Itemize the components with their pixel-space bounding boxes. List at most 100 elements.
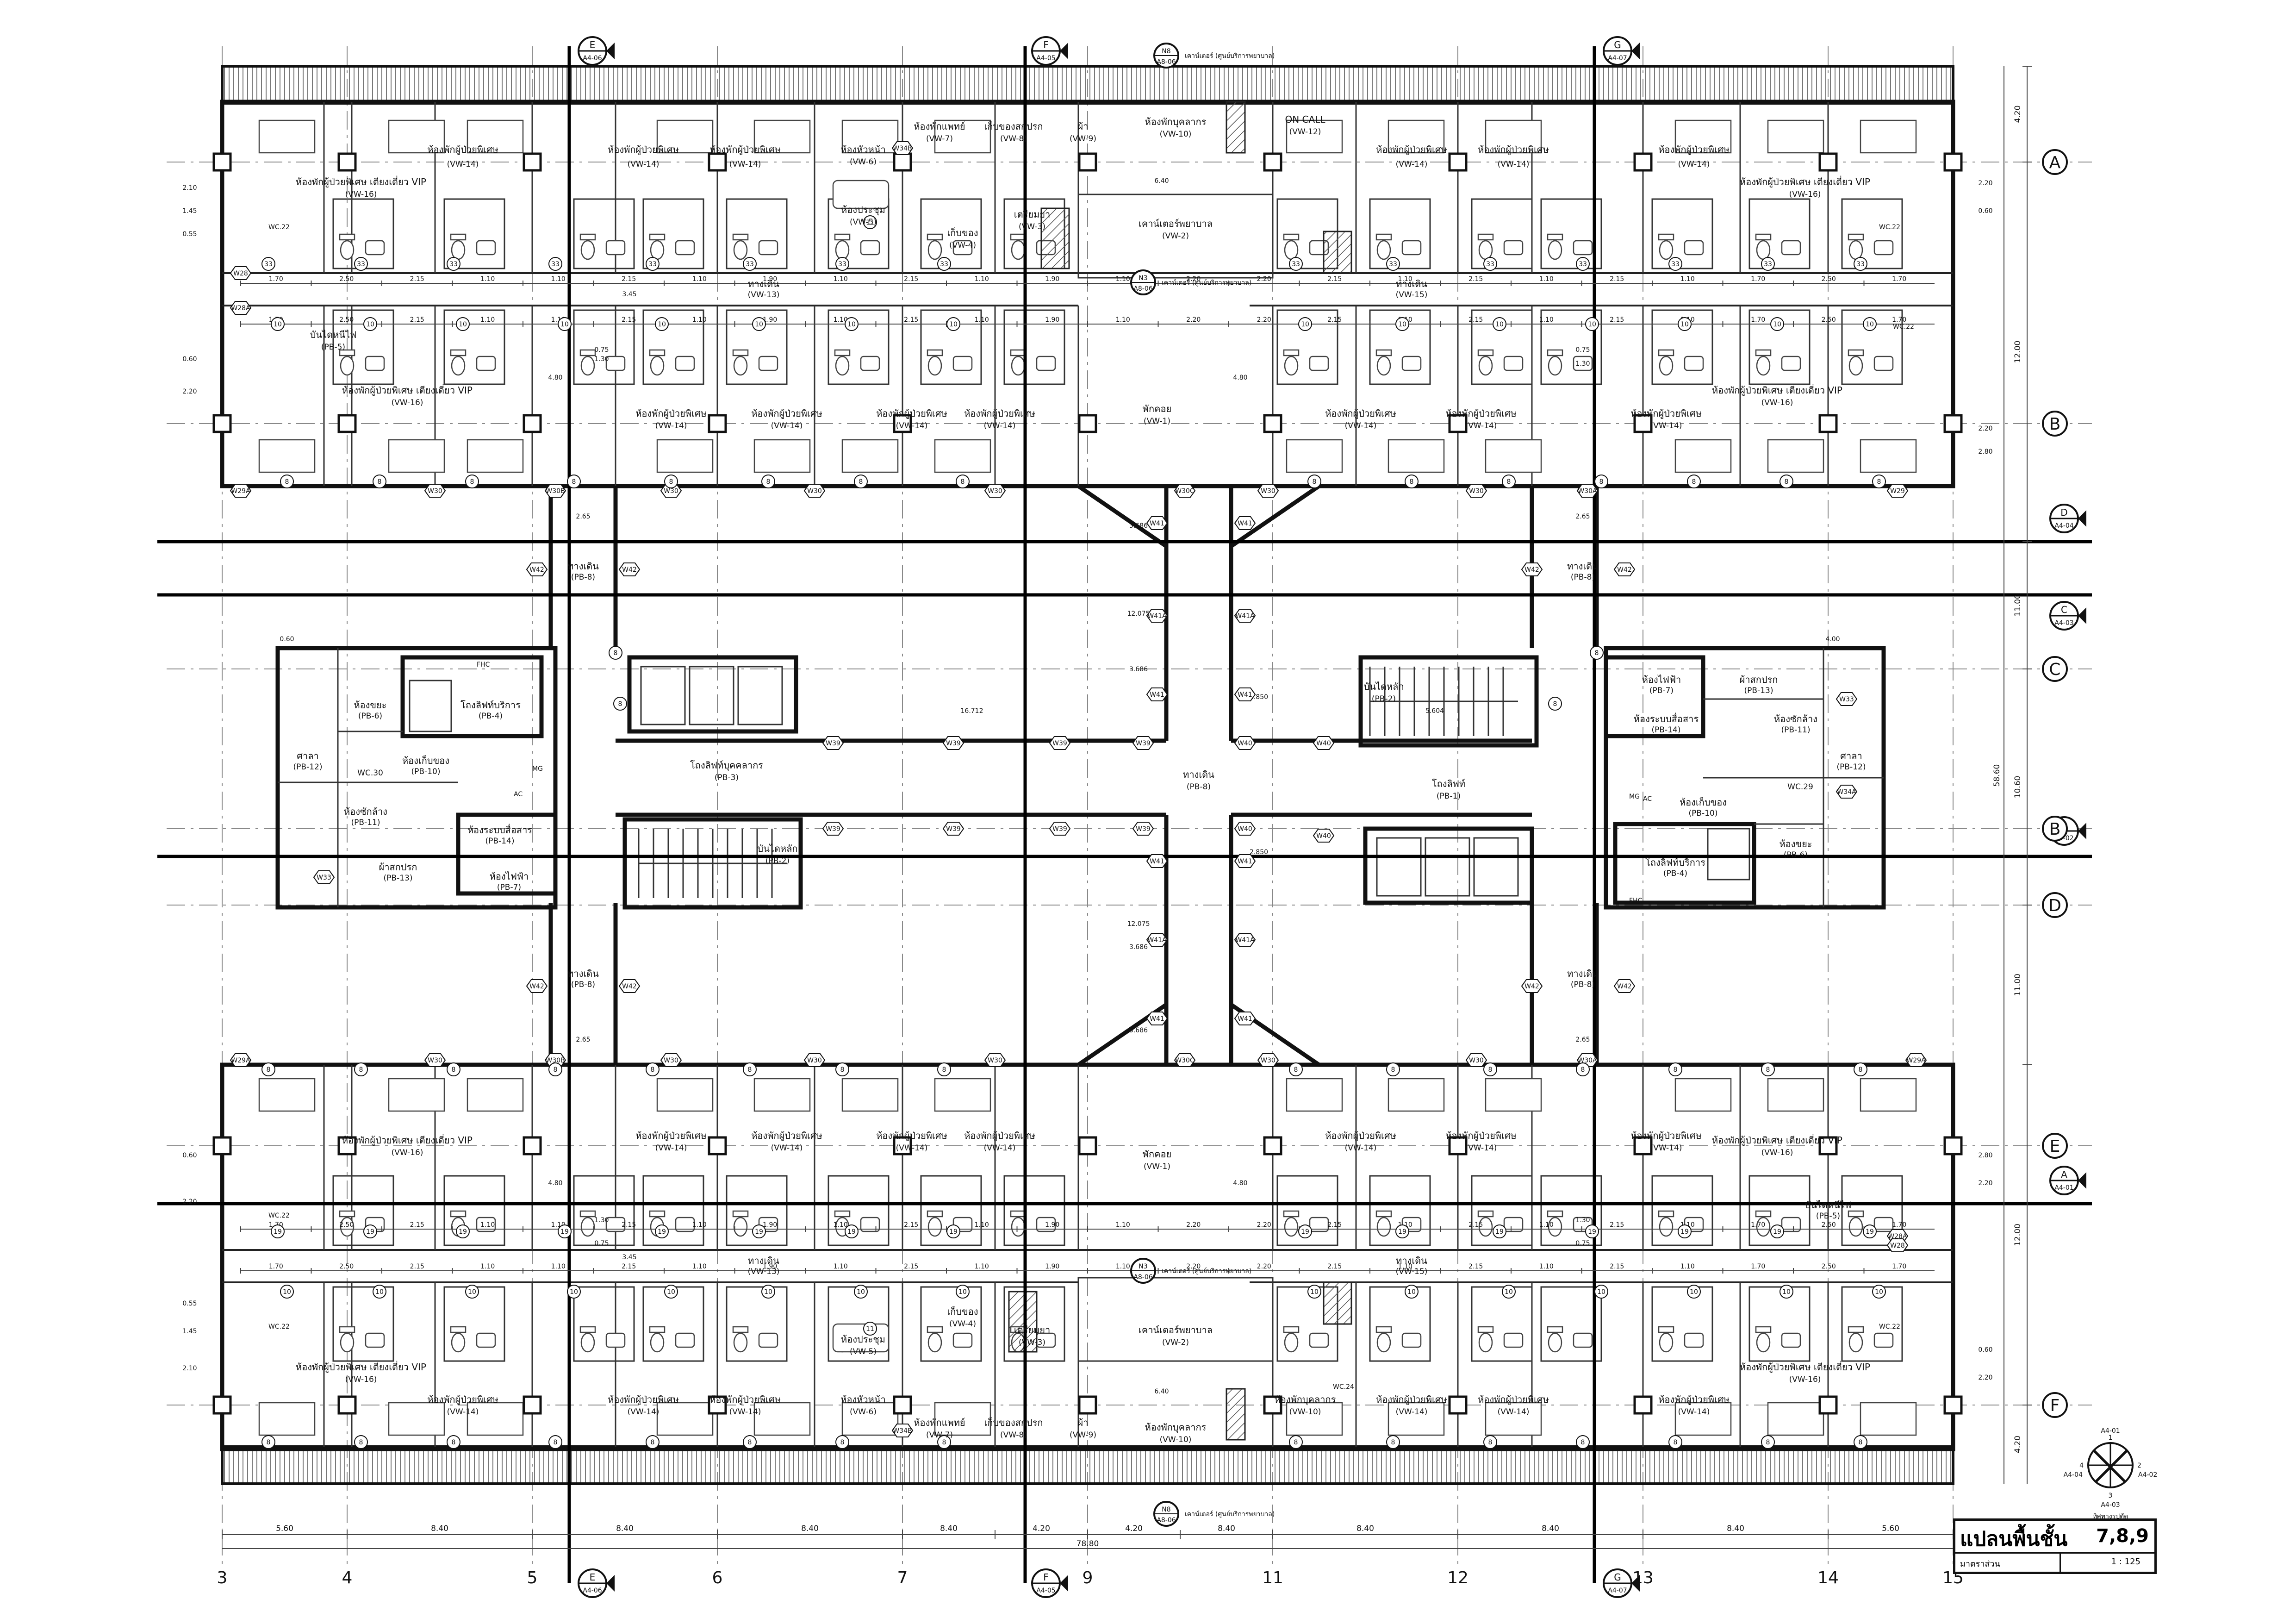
dim-label: 8.40 (1356, 1524, 1374, 1533)
svg-text:N8: N8 (1162, 48, 1170, 55)
tag-label: 10 (1773, 321, 1781, 328)
svg-text:(VW-14): (VW-14) (655, 1143, 687, 1153)
room-partitions (323, 102, 1903, 1447)
center-dim: 2.65 (576, 513, 590, 520)
svg-text:บันไดหลัก: บันไดหลัก (758, 843, 798, 854)
sub-dim: 1.10 (834, 275, 848, 283)
sub-dim: 2.50 (339, 316, 354, 324)
tag-label: W41 (1238, 520, 1252, 527)
tag-label: 8 (1294, 1066, 1298, 1074)
tag-label: 8 (1553, 700, 1557, 708)
sub-dim: 2.15 (622, 275, 636, 283)
tag-label: W30A (1578, 487, 1597, 495)
sub-dim: 2.20 (1257, 1221, 1271, 1229)
svg-text:(VW-10): (VW-10) (1160, 1435, 1192, 1444)
tag-label: 8 (618, 700, 622, 708)
vdim-label: 4.20 (2013, 106, 2022, 123)
svg-text:ห้องพักผู้ป่วยพิเศษ: ห้องพักผู้ป่วยพิเศษ (1478, 144, 1549, 156)
nurse-station-top (1040, 101, 1352, 279)
tag-label: 8 (614, 650, 618, 657)
tag-label: 10 (1680, 321, 1689, 328)
lift-core-left (622, 655, 803, 910)
tag-label: W40 (1238, 740, 1252, 747)
drawing-title: แปลนพื้นชั้น (1960, 1527, 2068, 1551)
sub-dim: 1.10 (1539, 1263, 1554, 1270)
svg-text:ห้องเก็บของ: ห้องเก็บของ (402, 755, 449, 766)
svg-text:ห้องพักผู้ป่วยพิเศษ เตียงเดี่ย: ห้องพักผู้ป่วยพิเศษ เตียงเดี่ยว VIP (1712, 384, 1842, 396)
svg-text:(VW-6): (VW-6) (850, 1407, 877, 1417)
sub-dim: 1.70 (1892, 1263, 1906, 1270)
tag-label: 10 (857, 1288, 865, 1296)
sub-dim: 2.50 (1822, 275, 1836, 283)
sub-dim: 1.10 (480, 316, 495, 324)
service-block-left (275, 646, 558, 910)
tag-label: 10 (570, 1288, 578, 1296)
svg-text:(VW-14): (VW-14) (1650, 1143, 1682, 1153)
tag-label: W29 (1890, 487, 1905, 495)
svg-text:ห้องพักผู้ป่วยพิเศษ เตียงเดี่ย: ห้องพักผู้ป่วยพิเศษ เตียงเดี่ยว VIP (1740, 175, 1870, 188)
tag-label: 8 (267, 1066, 271, 1074)
sub-dim: 2.20 (1186, 1221, 1201, 1229)
sub-dim: 2.20 (1257, 1263, 1271, 1270)
svg-text:MG: MG (532, 765, 543, 773)
svg-text:(PB-11): (PB-11) (351, 818, 380, 827)
tag-label: W41 (1238, 858, 1252, 865)
center-dim: 0.60 (280, 636, 294, 643)
section-ref: A4-07 (1608, 55, 1627, 62)
sub-dim: 1.70 (1892, 275, 1906, 283)
tag-label: 33 (449, 261, 458, 268)
side-dim: 2.80 (1978, 448, 1992, 456)
tag-label: W34B (893, 1427, 912, 1435)
svg-text:ห้องไฟฟ้า: ห้องไฟฟ้า (490, 871, 529, 882)
svg-text:(PB-5): (PB-5) (321, 343, 345, 352)
tag-label: 8 (1391, 1066, 1395, 1074)
sub-dim: 1.90 (1045, 275, 1059, 283)
svg-text:(VW-14): (VW-14) (771, 1143, 803, 1153)
sub-dim: 2.20 (1186, 1263, 1201, 1270)
svg-text:(VW-14): (VW-14) (655, 421, 687, 431)
sub-dim: 1.10 (1539, 316, 1554, 324)
sub-dim: 2.15 (622, 1263, 636, 1270)
side-dim: 1.30 (594, 1217, 609, 1224)
grid-row-label: B (2049, 415, 2061, 434)
tag-label: 19 (366, 1228, 374, 1236)
svg-text:(PB-2): (PB-2) (1372, 694, 1396, 704)
tag-label: W34A (1837, 788, 1856, 796)
tag-label: W28 (233, 270, 248, 277)
tag-label: 19 (459, 1228, 467, 1236)
grid-col-label: 11 (1262, 1568, 1283, 1587)
svg-text:เก็บของ: เก็บของ (947, 1305, 978, 1317)
svg-text:WC.22: WC.22 (1893, 323, 1914, 331)
sub-dim: 1.70 (1751, 316, 1765, 324)
vdim-label: 10.60 (2013, 776, 2022, 799)
svg-text:ห้องพักผู้ป่วยพิเศษ: ห้องพักผู้ป่วยพิเศษ (1630, 1130, 1702, 1142)
svg-text:(VW-8): (VW-8) (1000, 134, 1027, 144)
grid-col-label: 4 (342, 1568, 353, 1587)
tag-label: W41 (1150, 691, 1164, 699)
svg-text:เก็บของสกปรก: เก็บของสกปรก (984, 1417, 1043, 1428)
tag-label: 8 (1859, 1439, 1863, 1446)
tag-label: W29A (231, 1057, 250, 1064)
section-ref: A4-05 (1036, 1587, 1055, 1594)
sub-dim: 1.90 (763, 1263, 777, 1270)
side-dim: 2.20 (182, 388, 197, 395)
tag-label: W39 (1136, 825, 1151, 833)
sub-dim: 1.90 (763, 1221, 777, 1229)
svg-text:ห้องพักผู้ป่วยพิเศษ: ห้องพักผู้ป่วยพิเศษ (964, 1130, 1035, 1142)
tag-label: 8 (1766, 1439, 1770, 1446)
tag-label: 33 (648, 261, 657, 268)
sub-dim: 2.15 (1610, 275, 1624, 283)
svg-text:A4-01: A4-01 (2101, 1427, 2120, 1435)
tag-label: W41 (1150, 858, 1164, 865)
tag-label: 10 (1875, 1288, 1883, 1296)
svg-text:ทางเดิน: ทางเดิน (1567, 968, 1599, 979)
svg-text:ห้องพักผู้ป่วยพิเศษ: ห้องพักผู้ป่วยพิเศษ (1445, 1130, 1517, 1142)
section-letter: C (2061, 604, 2067, 615)
tag-label: 33 (940, 261, 948, 268)
service-block-right (1604, 646, 1886, 910)
svg-text:เก็บของ: เก็บของ (947, 227, 978, 238)
side-dim: 2.20 (182, 1198, 197, 1206)
lift-core-right (1358, 655, 1539, 905)
tag-label: W41 (1150, 1015, 1164, 1023)
svg-text:(VW-14): (VW-14) (984, 421, 1016, 431)
